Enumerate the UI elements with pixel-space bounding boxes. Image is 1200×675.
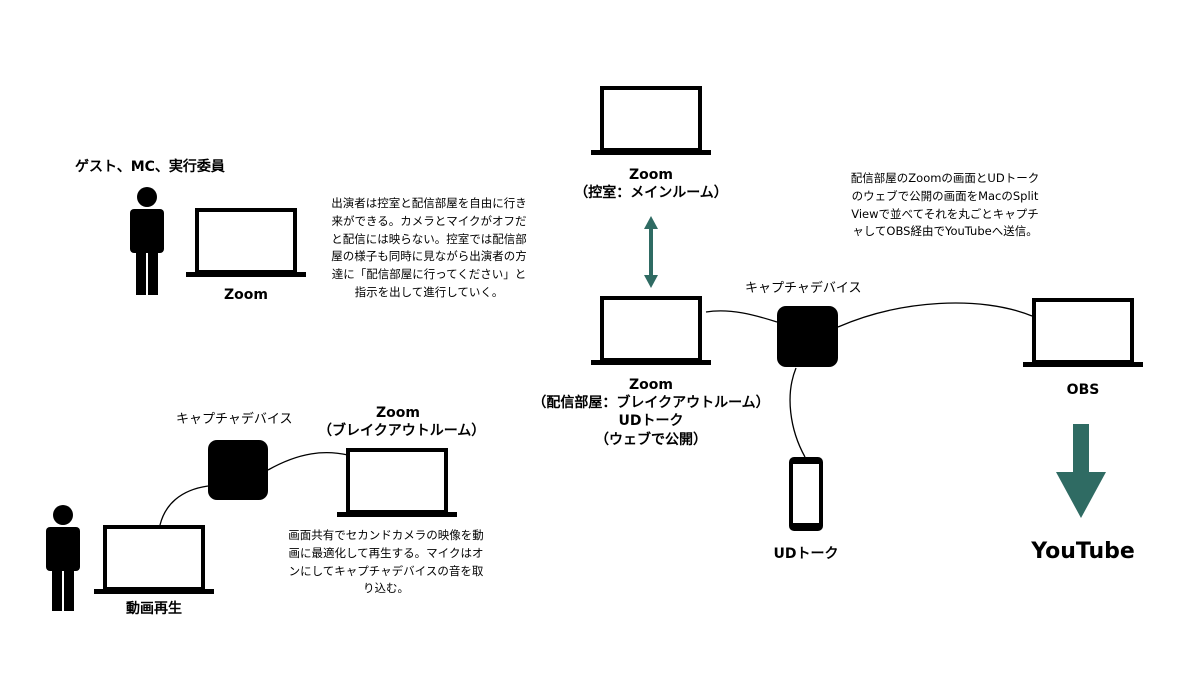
cable-capture-to-zoom-breakout-laptop xyxy=(267,451,349,471)
cable-capture-to-obs-laptop xyxy=(837,302,1033,328)
bottom-left-note-line: り込む。 xyxy=(363,581,409,596)
green-room-subtitle: （控室：メインルーム） xyxy=(574,185,728,202)
smartphone-icon-udtalk xyxy=(789,457,823,531)
green-room-title: Zoom xyxy=(629,167,673,183)
top-left-note-line: 来ができる。カメラとマイクがオフだ xyxy=(331,213,527,228)
laptop-icon-zoom-breakout xyxy=(337,448,457,517)
udtalk-label: UDトーク xyxy=(773,546,839,562)
stream-room-udtalk-note: （ウェブで公開） xyxy=(595,431,707,448)
top-left-note-line: と配信には映らない。控室では配信部 xyxy=(331,231,527,246)
down-arrow-icon xyxy=(1056,424,1106,518)
bottom-left-note-line: 画に最適化して再生する。マイクはオ xyxy=(288,545,484,560)
zoom-breakout-title: Zoom xyxy=(376,405,420,421)
youtube-label: YouTube xyxy=(1031,539,1135,564)
top-left-zoom-label: Zoom xyxy=(224,287,268,303)
zoom-breakout-subtitle: （ブレイクアウトルーム） xyxy=(318,423,486,440)
playback-label: 動画再生 xyxy=(126,601,182,617)
stream-room-subtitle: （配信部屋：ブレイクアウトルーム） xyxy=(532,395,770,412)
top-left-note-line: 指示を出して進行していく。 xyxy=(354,285,504,300)
cable-stream-laptop-to-capture xyxy=(705,310,778,323)
bottom-left-note-line: ンにしてキャプチャデバイスの音を取 xyxy=(288,563,484,578)
laptop-icon-stream-room xyxy=(591,296,711,365)
top-left-note-line: 出演者は控室と配信部屋を自由に行き xyxy=(331,196,527,210)
stream-room-label: Zoom （配信部屋：ブレイクアウトルーム） UDトーク （ウェブで公開） xyxy=(521,376,781,449)
top-left-note-line: 屋の様子も同時に見ながら出演者の方 xyxy=(331,249,527,264)
right-note-line: のウェブで公開の画面をMacのSplit xyxy=(851,188,1039,203)
right-note-line: ャしてOBS経由でYouTubeへ送信。 xyxy=(852,224,1038,239)
cable-capture-to-playback-laptop xyxy=(159,485,209,526)
right-note: 配信部屋のZoomの画面とUDトーク のウェブで公開の画面をMacのSplit … xyxy=(833,170,1057,241)
right-note-line: Viewで並べてそれを丸ごとキャプチ xyxy=(851,206,1039,221)
stream-room-udtalk: UDトーク xyxy=(618,413,684,430)
person-icon-playback xyxy=(46,505,80,611)
laptop-icon-green-room xyxy=(591,86,711,155)
capture-device-icon-left xyxy=(208,440,268,500)
person-icon-guests xyxy=(130,187,164,295)
laptop-icon-playback xyxy=(94,525,214,594)
guests-title: ゲスト、MC、実行委員 xyxy=(75,159,225,175)
green-room-label: Zoom （控室：メインルーム） xyxy=(571,166,731,202)
capture-device-icon-right xyxy=(777,306,838,367)
bottom-left-note-line: 画面共有でセカンドカメラの映像を動 xyxy=(288,528,484,542)
laptop-icon-top-left-zoom xyxy=(186,208,306,277)
right-capture-label: キャプチャデバイス xyxy=(745,281,862,296)
obs-label: OBS xyxy=(1066,382,1100,398)
bottom-left-note: 画面共有でセカンドカメラの映像を動 画に最適化して再生する。マイクはオ ンにして… xyxy=(282,527,490,598)
laptop-icon-obs xyxy=(1023,298,1143,367)
top-left-note-line: 達に「配信部屋に行ってください」と xyxy=(331,267,527,282)
top-left-note: 出演者は控室と配信部屋を自由に行き 来ができる。カメラとマイクがオフだ と配信に… xyxy=(322,195,536,302)
stream-room-title: Zoom xyxy=(629,377,673,393)
right-note-line: 配信部屋のZoomの画面とUDトーク xyxy=(850,171,1040,185)
bottom-left-capture-label: キャプチャデバイス xyxy=(176,412,293,427)
bottom-left-zoom-label: Zoom （ブレイクアウトルーム） xyxy=(318,404,486,440)
cable-capture-to-udtalk-phone xyxy=(789,367,806,458)
double-arrow-icon xyxy=(644,216,658,288)
